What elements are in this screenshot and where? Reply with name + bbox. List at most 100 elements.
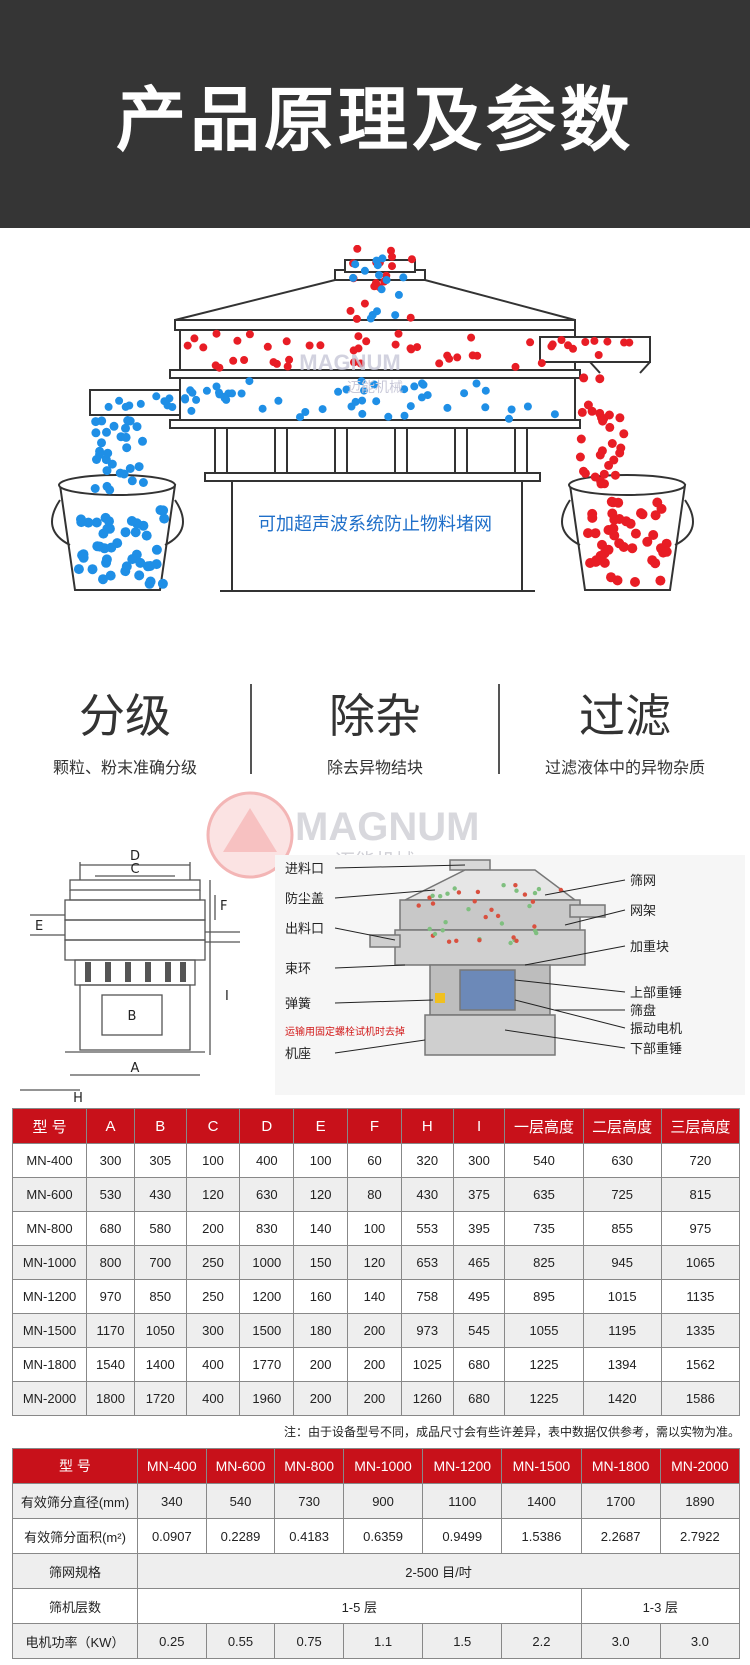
particle-blue xyxy=(378,254,387,263)
table-cell: 200 xyxy=(185,1211,241,1246)
particle xyxy=(443,920,448,925)
header-cell: MN-1800 xyxy=(580,1448,661,1484)
table-cell: 300 xyxy=(452,1143,506,1178)
table-cell: 0.75 xyxy=(274,1623,344,1659)
table-cell: 580 xyxy=(133,1211,187,1246)
particle-red xyxy=(233,336,242,345)
table-header-row: 型 号 A B C D E F H I 一层高度 二层高度 三层高度 xyxy=(11,1108,741,1144)
particle-red xyxy=(576,434,586,444)
table-cell: 850 xyxy=(133,1279,187,1314)
particle-blue xyxy=(258,404,267,413)
table-cell: 680 xyxy=(452,1347,506,1382)
table-cell: 2.2 xyxy=(501,1623,582,1659)
particle-red xyxy=(598,416,608,426)
table-cell: 825 xyxy=(504,1245,584,1280)
particle-blue xyxy=(130,527,141,538)
particle-blue xyxy=(245,377,254,386)
cutaway-particles xyxy=(416,883,564,946)
feature-filter: 过滤 过滤液体中的异物杂质 xyxy=(500,672,750,782)
particle-blue xyxy=(342,385,351,394)
table-cell: 100 xyxy=(185,1143,241,1178)
particle xyxy=(536,886,542,892)
particle-blue xyxy=(125,416,135,426)
dim-label-d: D xyxy=(130,849,140,864)
particle-blue xyxy=(121,423,130,433)
table-header-row: 型 号 MN-400 MN-600 MN-800 MN-1000 MN-1200… xyxy=(12,1448,741,1484)
particle-blue xyxy=(121,402,130,411)
particle-blue xyxy=(158,505,169,516)
particle-blue xyxy=(192,395,201,404)
table-cell: 1-5 层 xyxy=(137,1588,582,1624)
table-cell: 1025 xyxy=(400,1347,454,1382)
table-cell: 2-500 目/吋 xyxy=(137,1553,740,1589)
particle-red xyxy=(619,429,629,439)
table-cell: 530 xyxy=(86,1177,135,1212)
row-label: 有效筛分面积(m²) xyxy=(12,1518,138,1554)
table-cell: 60 xyxy=(347,1143,402,1178)
dim-label-h: H xyxy=(73,1091,83,1105)
row-label: 电机功率（KW） xyxy=(12,1623,138,1659)
table-row: 有效筛分直径(mm) 340 540 730 900 1100 1400 170… xyxy=(12,1483,741,1519)
particle-blue xyxy=(358,396,367,405)
table-cell: 1.1 xyxy=(342,1623,424,1659)
table-cell: 1195 xyxy=(582,1313,662,1348)
particle-red xyxy=(285,355,294,364)
label-transport-bolt: 运输用固定螺栓试机时去掉 xyxy=(285,1025,405,1038)
table-cell: 1800 xyxy=(86,1381,135,1416)
particle xyxy=(532,924,537,929)
label-vibration-motor: 振动电机 xyxy=(630,1022,682,1037)
particle-red xyxy=(630,577,640,587)
particle-blue xyxy=(121,561,132,572)
row-label: 筛网规格 xyxy=(12,1553,138,1589)
table-cell: 400 xyxy=(185,1347,241,1382)
particle-red xyxy=(564,341,572,350)
particle-red xyxy=(599,469,609,479)
particle-red xyxy=(604,410,614,420)
table-cell: 200 xyxy=(347,1381,402,1416)
particle-blue xyxy=(400,385,409,394)
particle-blue xyxy=(106,542,117,553)
particle-red xyxy=(453,353,462,362)
particle xyxy=(456,890,462,895)
table-cell: 1000 xyxy=(239,1245,295,1280)
feature-title: 分级 xyxy=(79,689,171,743)
feature-grading: 分级 颗粒、粉末准确分级 xyxy=(0,672,250,782)
table-cell: 395 xyxy=(452,1211,506,1246)
header-cell: C xyxy=(185,1108,241,1144)
particle-red xyxy=(354,332,363,341)
particle-red xyxy=(183,341,192,350)
particle-blue xyxy=(126,516,137,526)
table-cell: 1135 xyxy=(660,1279,741,1314)
table-cell: 200 xyxy=(347,1347,402,1382)
table-cell: 100 xyxy=(347,1211,402,1246)
table-cell: 300 xyxy=(86,1143,135,1178)
particle-blue xyxy=(334,387,343,396)
table-cell: 1055 xyxy=(504,1313,584,1348)
feature-desc: 除去异物结块 xyxy=(326,758,423,777)
particle xyxy=(532,890,538,896)
dim-label-a: A xyxy=(131,1061,140,1076)
row-label: 筛机层数 xyxy=(12,1588,138,1624)
particle xyxy=(454,938,459,943)
particle-red xyxy=(199,343,208,352)
table-cell: 895 xyxy=(504,1279,584,1314)
particle-blue xyxy=(460,389,469,398)
particle-blue xyxy=(102,523,113,534)
table-cell: 2.2687 xyxy=(580,1518,661,1554)
model-cell: MN-600 xyxy=(11,1177,88,1212)
particle-blue xyxy=(127,476,137,486)
sieve-machine xyxy=(89,259,651,592)
particle-blue xyxy=(391,311,400,320)
table-cell: 0.9499 xyxy=(422,1518,503,1554)
particle-blue xyxy=(550,410,559,419)
label-screen-frame: 网架 xyxy=(630,904,656,919)
particle-red xyxy=(240,356,249,364)
particle-red xyxy=(655,575,666,586)
dim-label-c: C xyxy=(130,862,139,877)
particle xyxy=(483,914,488,920)
feature-desc: 颗粒、粉末准确分级 xyxy=(52,758,197,777)
table-cell: 553 xyxy=(400,1211,454,1246)
